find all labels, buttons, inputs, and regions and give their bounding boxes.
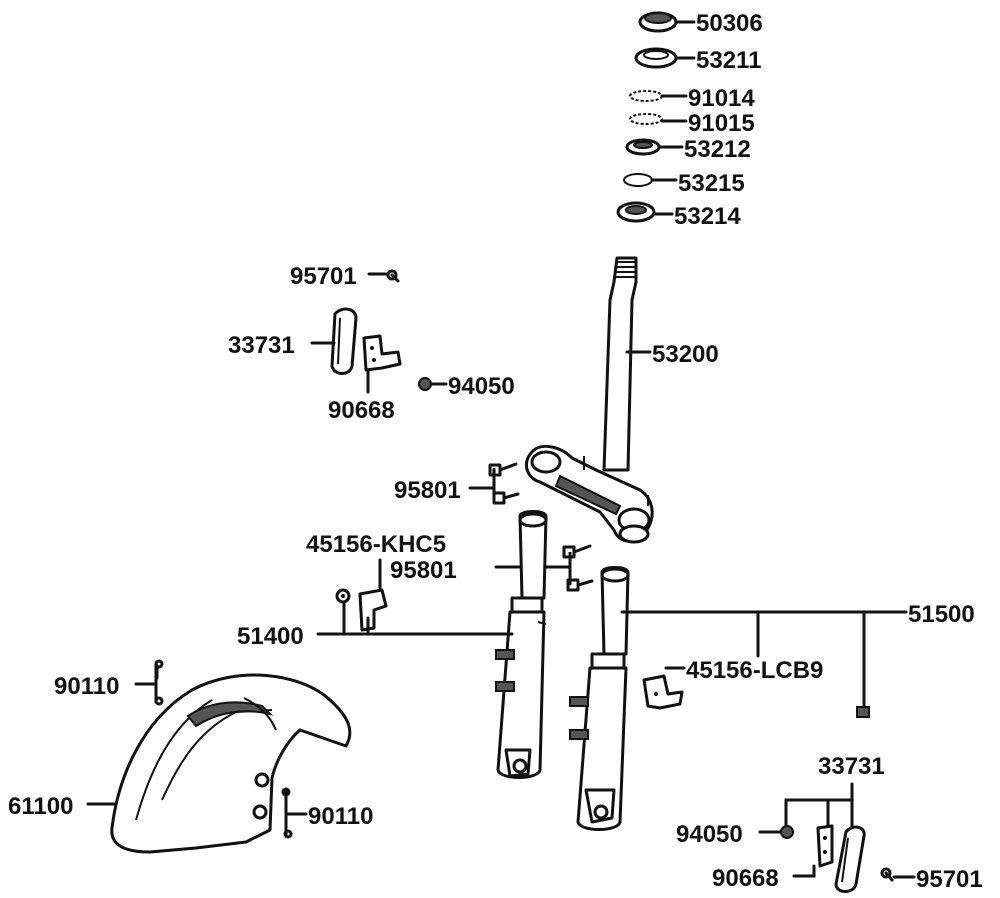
bottom-cone-race-53212 bbox=[625, 138, 661, 156]
reflector-33731-bottom bbox=[834, 825, 866, 893]
label-90110-bottom: 90110 bbox=[308, 803, 373, 830]
label-33731-bottom: 33731 bbox=[818, 753, 885, 780]
label-45156-lcb9: 45156-LCB9 bbox=[686, 657, 823, 684]
leader-33731-bottom bbox=[784, 782, 854, 832]
leader-90668-bottom bbox=[792, 864, 816, 878]
right-fork-51500 bbox=[569, 566, 630, 831]
label-53211: 53211 bbox=[696, 47, 761, 74]
steering-stem-53200 bbox=[524, 256, 654, 544]
label-53200: 53200 bbox=[652, 341, 719, 368]
nut-94050-top bbox=[418, 377, 432, 391]
leader-95801-a bbox=[468, 468, 496, 500]
label-51400: 51400 bbox=[237, 623, 304, 650]
label-53212: 53212 bbox=[684, 136, 751, 163]
label-53214: 53214 bbox=[674, 203, 741, 230]
label-95701-top: 95701 bbox=[290, 263, 357, 290]
label-90668-top: 90668 bbox=[328, 397, 395, 424]
label-91015: 91015 bbox=[688, 110, 755, 137]
screw-95701-bottom bbox=[880, 867, 894, 882]
screw-95701-top bbox=[386, 269, 400, 283]
label-45156-khc5: 45156-KHC5 bbox=[306, 531, 446, 558]
label-51500: 51500 bbox=[908, 601, 975, 628]
reflector-bracket-90668-bottom bbox=[816, 824, 834, 868]
ball-race-91015 bbox=[629, 113, 663, 125]
leader-90110-bottom bbox=[284, 790, 308, 838]
reflector-bracket-90668-top bbox=[362, 334, 402, 372]
label-33731-top: 33731 bbox=[228, 332, 295, 359]
label-94050-bottom: 94050 bbox=[676, 821, 743, 848]
label-50306: 50306 bbox=[696, 10, 763, 37]
hose-clip-45156-lcb9 bbox=[642, 674, 684, 710]
label-53215: 53215 bbox=[678, 170, 745, 197]
bottom-race-53214 bbox=[616, 201, 656, 223]
nut-94050-bottom bbox=[780, 825, 794, 839]
top-cone-race-53211 bbox=[634, 47, 678, 69]
label-61100: 61100 bbox=[8, 793, 73, 820]
label-91014: 91014 bbox=[688, 85, 755, 112]
label-90668-bottom: 90668 bbox=[712, 865, 779, 892]
label-90110-top: 90110 bbox=[54, 673, 119, 700]
steering-nut-50306 bbox=[638, 11, 678, 33]
reflector-33731-top bbox=[330, 307, 358, 375]
leader-90110-top bbox=[134, 664, 158, 704]
bolt-51500-small bbox=[856, 706, 870, 718]
label-94050-top: 94050 bbox=[448, 373, 515, 400]
label-95801-a: 95801 bbox=[394, 477, 461, 504]
ball-race-91014 bbox=[629, 90, 663, 102]
label-95801-b: 95801 bbox=[390, 557, 457, 584]
front-fender-61100 bbox=[110, 673, 352, 854]
label-95701-bottom: 95701 bbox=[916, 866, 983, 893]
left-fork-51400 bbox=[495, 510, 548, 779]
dust-seal-53215 bbox=[623, 173, 653, 187]
